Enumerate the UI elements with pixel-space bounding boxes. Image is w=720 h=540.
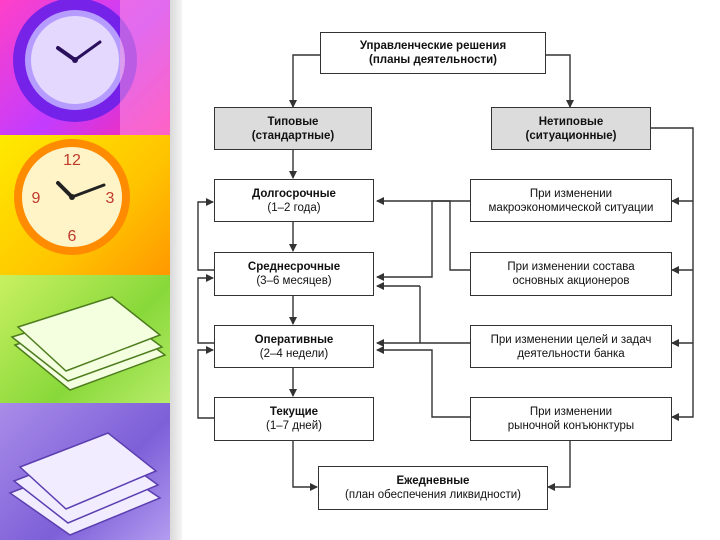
operational-box: Оперативные (2–4 недели) xyxy=(214,325,374,368)
condition-macro-box: При изменении макроэкономической ситуаци… xyxy=(470,179,672,222)
root-decisions-box: Управленческие решения (планы деятельнос… xyxy=(320,32,546,74)
medium-term-subtitle: (3–6 месяцев) xyxy=(256,274,331,288)
condition-market-line2: рыночной конъюнктуры xyxy=(508,419,634,433)
medium-term-title: Среднесрочные xyxy=(248,260,340,274)
root-title: Управленческие решения xyxy=(360,39,506,53)
condition-market-line1: При изменении xyxy=(530,405,612,419)
operational-title: Оперативные xyxy=(255,333,334,347)
condition-macro-line2: макроэкономической ситуации xyxy=(489,201,654,215)
atypical-box: Нетиповые (ситуационные) xyxy=(491,107,651,150)
condition-goals-line1: При изменении целей и задач xyxy=(491,333,652,347)
condition-macro-line1: При изменении xyxy=(530,187,612,201)
daily-title: Ежедневные xyxy=(397,474,470,488)
long-term-box: Долгосрочные (1–2 года) xyxy=(214,179,374,222)
daily-subtitle: (план обеспечения ликвидности) xyxy=(345,488,521,502)
current-subtitle: (1–7 дней) xyxy=(266,419,322,433)
atypical-title: Нетиповые xyxy=(539,115,604,129)
condition-shareholders-line1: При изменении состава xyxy=(507,260,634,274)
condition-goals-box: При изменении целей и задач деятельности… xyxy=(470,325,672,368)
atypical-subtitle: (ситуационные) xyxy=(526,129,617,143)
long-term-title: Долгосрочные xyxy=(252,187,336,201)
daily-box: Ежедневные (план обеспечения ликвидности… xyxy=(318,466,548,510)
typical-box: Типовые (стандартные) xyxy=(214,107,372,150)
condition-market-box: При изменении рыночной конъюнктуры xyxy=(470,397,672,441)
long-term-subtitle: (1–2 года) xyxy=(267,201,320,215)
root-subtitle: (планы деятельности) xyxy=(369,53,497,67)
typical-title: Типовые xyxy=(268,115,319,129)
current-box: Текущие (1–7 дней) xyxy=(214,397,374,441)
condition-shareholders-line2: основных акционеров xyxy=(512,274,629,288)
operational-subtitle: (2–4 недели) xyxy=(260,347,328,361)
typical-subtitle: (стандартные) xyxy=(252,129,334,143)
current-title: Текущие xyxy=(270,405,318,419)
condition-shareholders-box: При изменении состава основных акционеро… xyxy=(470,252,672,296)
condition-goals-line2: деятельности банка xyxy=(517,347,624,361)
medium-term-box: Среднесрочные (3–6 месяцев) xyxy=(214,252,374,296)
